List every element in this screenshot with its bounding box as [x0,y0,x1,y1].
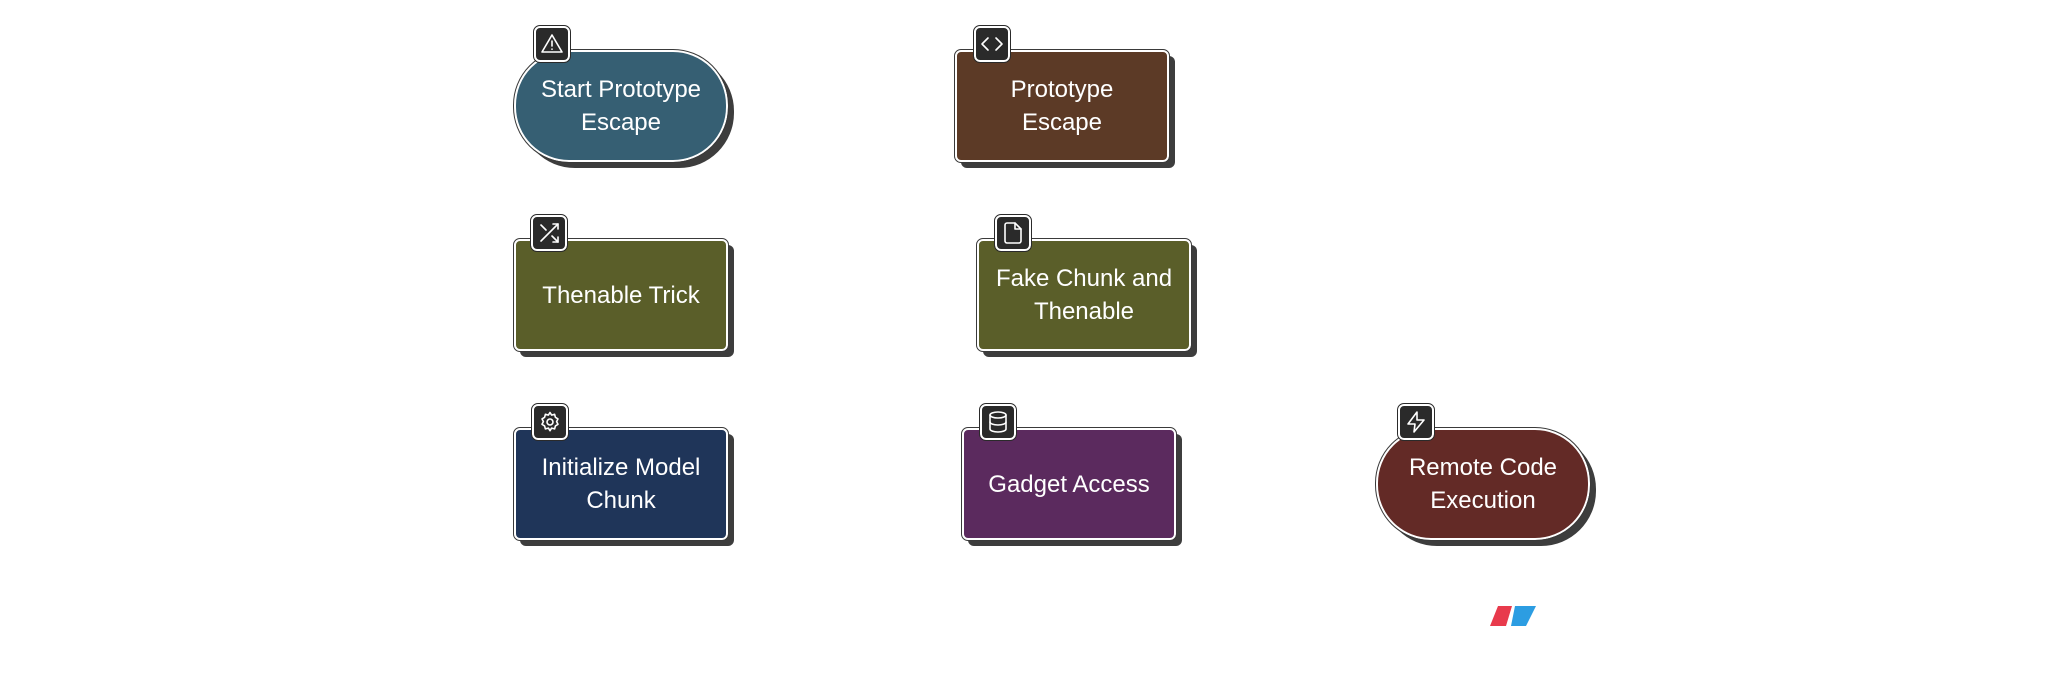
node-label: Fake Chunk and Thenable [995,265,1173,325]
node-start-prototype-escape[interactable]: Start Prototype Escape [513,49,729,163]
logo-icon [1490,606,1536,626]
lightning-icon [1397,403,1435,441]
file-icon [994,214,1032,252]
node-label: Gadget Access [988,470,1150,498]
shuffle-icon [530,214,568,252]
warning-icon [533,25,571,63]
node-label: Prototype Escape [1010,76,1114,136]
node-fake-chunk-and-thenable[interactable]: Fake Chunk and Thenable [976,238,1192,352]
node-gadget-access[interactable]: Gadget Access [961,427,1177,541]
node-remote-code-execution[interactable]: Remote Code Execution [1375,427,1591,541]
node-label: Remote Code Execution [1408,454,1558,514]
node-prototype-escape[interactable]: Prototype Escape [954,49,1170,163]
database-icon [979,403,1017,441]
node-initialize-model-chunk[interactable]: Initialize Model Chunk [513,427,729,541]
node-label: Start Prototype Escape [540,76,702,136]
node-thenable-trick[interactable]: Thenable Trick [513,238,729,352]
code-icon [973,25,1011,63]
gear-icon [531,403,569,441]
node-label: Initialize Model Chunk [541,454,701,514]
node-label: Thenable Trick [542,281,700,309]
